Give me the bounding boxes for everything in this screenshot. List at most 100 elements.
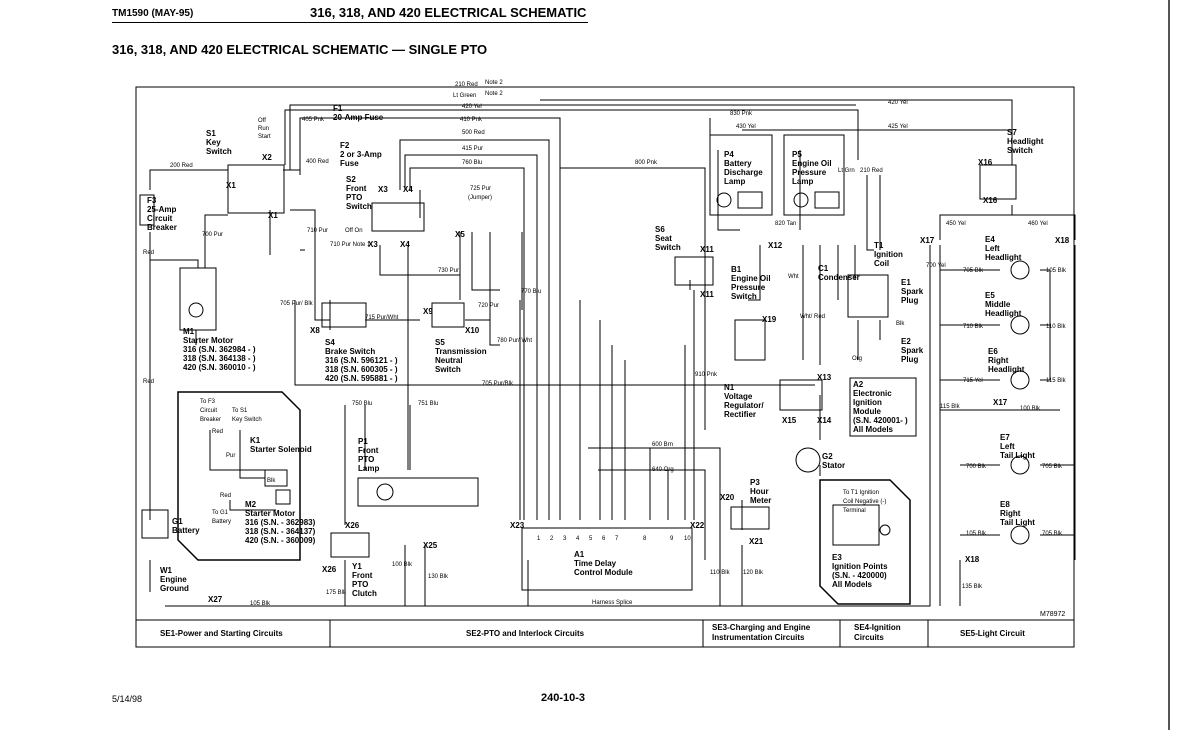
wire-710n: 710 Pur Note 1 — [330, 242, 371, 248]
battery-lamp-box — [709, 134, 773, 216]
wire-105k: 105 Blk — [966, 531, 987, 537]
wire-640: 640 Org — [652, 467, 674, 473]
wire-715: 715 Pur/Wht — [365, 315, 399, 321]
s1-desc1: Key — [206, 138, 221, 147]
wire-705b: 705 Blk — [963, 268, 984, 274]
wire-460: 460 Yel — [1028, 221, 1048, 227]
conn-x26b: X26 — [322, 565, 337, 574]
header-title: 316, 318, AND 420 ELECTRICAL SCHEMATIC — [310, 5, 587, 20]
e2-desc1: Spark — [901, 346, 924, 355]
wire-700b: 700 Blk — [966, 464, 987, 470]
wire-415: 415 Pur — [462, 146, 483, 152]
n1-desc1: Voltage — [724, 392, 753, 401]
footer-page-number: 240-10-3 — [541, 692, 586, 704]
figure-id: M78972 — [1040, 611, 1065, 618]
wiring — [149, 99, 1076, 607]
m1-desc2: 316 (S.N. 362984 - ) — [183, 345, 256, 354]
wire-110b: 110 Blk — [1046, 324, 1067, 330]
e8-desc1: Right — [1000, 509, 1021, 518]
conn-x23: X23 — [510, 521, 525, 530]
wire-430: 430 Yel — [736, 124, 756, 130]
wire-730: 730 Pur — [438, 268, 459, 274]
a1-pin-1: 1 — [537, 536, 541, 542]
wire-note2: Note 2 — [485, 80, 503, 86]
f3-desc3: Breaker — [147, 223, 177, 232]
brake-switch-box — [321, 302, 367, 328]
wire-jumper: (Jumper) — [468, 195, 492, 201]
e4-label: E4 — [985, 235, 995, 244]
wire-410: 410 Pnk — [460, 117, 483, 123]
conn-x10: X10 — [465, 326, 480, 335]
taillight-e7 — [1010, 455, 1030, 475]
e3-desc3: All Models — [832, 580, 873, 589]
s2-desc2: PTO — [346, 193, 362, 202]
section-se5: SE5-Light Circuit — [960, 629, 1025, 638]
a2-label: A2 — [853, 380, 864, 389]
k1-desc: Starter Solenoid — [250, 445, 312, 454]
wire-700y: 700 Yel — [926, 263, 946, 269]
inset-coil-neg: Coil Negative (-) — [843, 499, 886, 505]
conn-x12: X12 — [768, 241, 783, 250]
wire-whtred: Wht/ Red — [800, 314, 825, 320]
battery-lamp-bulb — [716, 192, 732, 208]
wire-blk: Blk — [896, 321, 905, 327]
motor-symbol — [188, 302, 204, 318]
n1-desc2: Regulator/ — [724, 401, 764, 410]
e6-desc2: Headlight — [988, 365, 1025, 374]
m2-desc3: 318 (S.N. - 364137) — [245, 527, 316, 536]
e1-desc2: Plug — [901, 296, 918, 305]
p4-desc1: Battery — [724, 159, 752, 168]
wire-770: 770 Blu — [521, 289, 541, 295]
wire-705: 705 Pur/ Blk — [280, 301, 314, 307]
conn-x3b: X3 — [368, 240, 378, 249]
inset-keyswitch: Key Switch — [232, 417, 262, 423]
wire-600: 600 Brn — [652, 442, 673, 448]
pto-switch-box — [371, 202, 425, 232]
s7-desc2: Switch — [1007, 146, 1033, 155]
wire-100b: 100 Blk — [1020, 406, 1041, 412]
conn-x1: X1 — [226, 181, 236, 190]
a2-desc1: Electronic — [853, 389, 892, 398]
section-se4a: SE4-Ignition — [854, 623, 901, 632]
wire-130: 130 Blk — [428, 574, 449, 580]
ignition-coil-box — [847, 274, 889, 318]
wire-705pb: 705 Pur/Blk — [482, 381, 514, 387]
conn-x11b: X11 — [700, 290, 714, 299]
conn-x4b: X4 — [400, 240, 410, 249]
wire-harness: Harness Splice — [592, 600, 633, 606]
s4-label: S4 — [325, 338, 335, 347]
inset-circuit: Circuit — [200, 408, 217, 414]
conn-x3: X3 — [378, 185, 388, 194]
conn-x2: X2 — [262, 153, 272, 162]
schematic-title: 316, 318, AND 420 ELECTRICAL SCHEMATIC —… — [112, 42, 488, 57]
s4-desc2: 316 (S.N. 596121 - ) — [325, 356, 398, 365]
conn-x11: X11 — [700, 245, 714, 254]
a1-pin-10: 10 — [684, 536, 691, 542]
taillight-e8 — [1010, 525, 1030, 545]
wire-120: 120 Blk — [743, 570, 764, 576]
wire-705k2: 705 Blk — [1042, 531, 1063, 537]
pto-clutch — [330, 532, 370, 558]
headlight-e4 — [1010, 260, 1030, 280]
wire-830: 830 Pnk — [730, 111, 753, 117]
p1-desc2: PTO — [358, 455, 374, 464]
doc-code: TM1590 (MAY-95) — [112, 8, 194, 19]
neutral-switch-box — [431, 302, 465, 328]
oil-can-symbol — [814, 191, 840, 209]
inset-pur: Pur — [226, 453, 235, 459]
e1-desc1: Spark — [901, 287, 924, 296]
wire-780: 780 Pur/ Wht — [497, 338, 532, 344]
seat-switch-box — [674, 256, 714, 286]
f1-desc: 20-Amp Fuse — [333, 113, 384, 122]
s5-desc1: Transmission — [435, 347, 487, 356]
inset-to-f3: To F3 — [200, 399, 216, 405]
inset-breaker: Breaker — [200, 417, 221, 423]
a2-desc5: All Models — [853, 425, 894, 434]
p1-desc3: Lamp — [358, 464, 379, 473]
ignition-points-inset-frame — [819, 479, 911, 605]
f2-label: F2 — [340, 141, 350, 150]
a1-desc2: Control Module — [574, 568, 633, 577]
e7-desc1: Left — [1000, 442, 1015, 451]
starter-motor-box — [179, 267, 217, 331]
p5-desc2: Pressure — [792, 168, 827, 177]
